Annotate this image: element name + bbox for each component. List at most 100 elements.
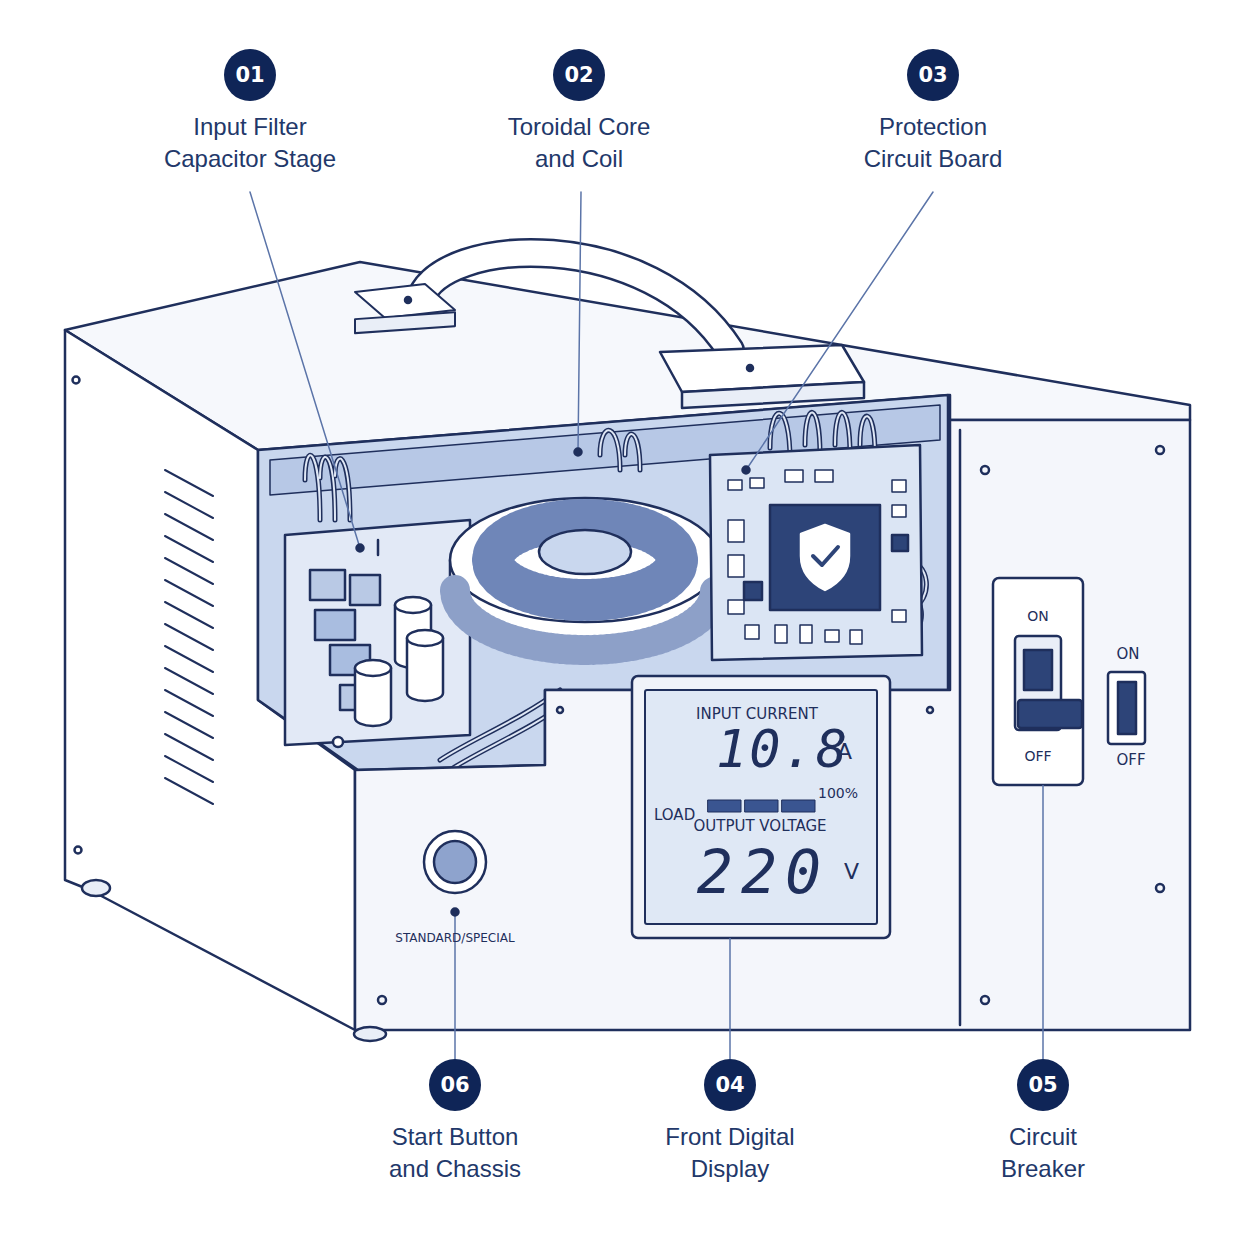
display-text: 100% bbox=[818, 785, 878, 802]
handle-base bbox=[355, 312, 455, 333]
screw bbox=[981, 466, 989, 474]
capacitor-board bbox=[285, 520, 470, 745]
display-text: OUTPUT VOLTAGE bbox=[670, 817, 850, 835]
leader-line bbox=[746, 192, 933, 470]
display-text: 10.8 bbox=[716, 718, 832, 780]
callout: 01Input Filter Capacitor Stage bbox=[140, 49, 360, 175]
part-name: Protection Circuit Board bbox=[851, 111, 1016, 175]
callout-circle: 05 bbox=[1017, 1059, 1069, 1111]
callout-label: Input Filter Capacitor Stage bbox=[155, 111, 345, 175]
callout-label: Toroidal Core and Coil bbox=[494, 111, 664, 175]
leader-line bbox=[250, 192, 360, 548]
callout: 06Start Button and Chassis bbox=[345, 1059, 565, 1191]
callout-number: 02 bbox=[564, 63, 593, 87]
handle bbox=[420, 253, 730, 350]
callout: 04Front Digital Display bbox=[620, 1059, 840, 1191]
capacitor bbox=[407, 638, 443, 701]
capacitor bbox=[407, 630, 443, 646]
callout-number: 06 bbox=[440, 1073, 469, 1097]
circuit-breaker: ON OFF bbox=[993, 578, 1083, 785]
start-button bbox=[434, 841, 476, 883]
leader-dot bbox=[575, 449, 582, 456]
callout: 02Toroidal Core and Coil bbox=[469, 49, 689, 175]
component bbox=[377, 540, 380, 555]
breaker-housing bbox=[993, 578, 1083, 785]
callout-circle: 06 bbox=[429, 1059, 481, 1111]
rocker-switch bbox=[1118, 682, 1136, 734]
callout-circle: 03 bbox=[907, 49, 959, 101]
display-text: A bbox=[837, 739, 867, 765]
screw bbox=[747, 365, 753, 371]
breaker-lever bbox=[1018, 700, 1082, 728]
screw bbox=[1156, 884, 1164, 892]
screw bbox=[378, 996, 386, 1004]
leader-line bbox=[1042, 785, 1044, 1059]
foot bbox=[354, 1027, 386, 1041]
toroid-core bbox=[450, 498, 720, 622]
leader-dot bbox=[357, 545, 364, 552]
display-text: OFF bbox=[993, 748, 1083, 765]
leader-line bbox=[729, 938, 731, 1059]
callout: 03Protection Circuit Board bbox=[823, 49, 1043, 175]
part-name: Front Digital Display bbox=[650, 1121, 810, 1185]
screw bbox=[557, 707, 563, 713]
callout-circle: 04 bbox=[704, 1059, 756, 1111]
callout: 05Circuit Breaker bbox=[933, 1059, 1153, 1191]
screw bbox=[981, 996, 989, 1004]
load-bar bbox=[708, 800, 741, 812]
callout-label: Start Button and Chassis bbox=[380, 1121, 530, 1185]
shield-icon bbox=[801, 525, 849, 590]
component bbox=[315, 610, 355, 640]
digital-display: INPUT CURRENT10.8ALOAD100%OUTPUT VOLTAGE… bbox=[632, 676, 890, 938]
display-screen bbox=[645, 690, 877, 924]
leader-dot bbox=[743, 467, 750, 474]
callout-label: Protection Circuit Board bbox=[851, 111, 1016, 175]
button-label: STANDARD/SPECIAL bbox=[345, 931, 565, 945]
toroid-hole bbox=[539, 530, 631, 574]
display-text: 220 bbox=[688, 836, 838, 908]
capacitor bbox=[395, 597, 431, 613]
component bbox=[892, 535, 908, 551]
screw bbox=[927, 707, 933, 713]
component bbox=[744, 582, 762, 600]
component bbox=[350, 575, 380, 605]
handle bbox=[420, 253, 730, 350]
vent-slots bbox=[165, 470, 213, 804]
callout-number: 03 bbox=[918, 63, 947, 87]
callout-number: 04 bbox=[715, 1073, 744, 1097]
panel-seam bbox=[959, 430, 962, 1025]
part-name: Input Filter Capacitor Stage bbox=[155, 111, 345, 175]
leader-line bbox=[578, 192, 581, 452]
display-frame bbox=[632, 676, 890, 938]
foot bbox=[82, 880, 110, 896]
breaker-lever bbox=[1024, 650, 1052, 690]
screw bbox=[1156, 446, 1164, 454]
callout-circle: 02 bbox=[553, 49, 605, 101]
check-icon bbox=[813, 547, 838, 565]
screw bbox=[333, 737, 343, 747]
rocker-switch bbox=[1108, 672, 1145, 744]
screw bbox=[405, 297, 411, 303]
capacitor bbox=[355, 660, 391, 676]
toroid-winding bbox=[455, 590, 715, 650]
callout-label: Front Digital Display bbox=[650, 1121, 810, 1185]
callout-number: 01 bbox=[235, 63, 264, 87]
part-name: Toroidal Core and Coil bbox=[494, 111, 664, 175]
start-button bbox=[424, 831, 486, 893]
display-text: V bbox=[844, 859, 874, 885]
callout-number: 05 bbox=[1028, 1073, 1057, 1097]
smd-components bbox=[728, 470, 906, 644]
part-name: Circuit Breaker bbox=[988, 1121, 1098, 1185]
display-text: ON bbox=[993, 608, 1083, 625]
chip bbox=[770, 505, 880, 610]
toroid-winding bbox=[493, 520, 677, 600]
screw bbox=[73, 377, 80, 384]
component bbox=[310, 570, 345, 600]
part-name: Start Button and Chassis bbox=[380, 1121, 530, 1185]
screw bbox=[75, 847, 82, 854]
callout-label: Circuit Breaker bbox=[988, 1121, 1098, 1185]
load-bar bbox=[745, 800, 778, 812]
